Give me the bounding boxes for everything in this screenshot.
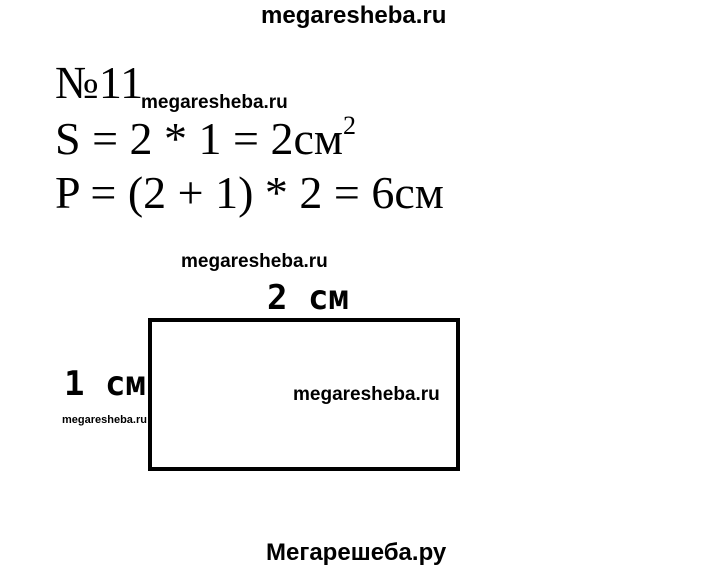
watermark-top: megaresheba.ru	[261, 2, 447, 29]
watermark-over-figure: megaresheba.ru	[181, 251, 328, 272]
area-exponent: 2	[343, 110, 356, 140]
problem-number: №11	[55, 57, 144, 108]
area-formula-line: S = 2 * 1 = 2см2	[55, 112, 356, 164]
rectangle-width-label: 2 см	[267, 278, 349, 318]
watermark-over-math: megaresheba.ru	[141, 92, 288, 113]
rectangle-height-label: 1 см	[64, 364, 146, 404]
perimeter-formula: P = (2 + 1) * 2 = 6см	[55, 167, 444, 218]
area-formula: S = 2 * 1 = 2см	[55, 113, 343, 164]
watermark-inside-figure: megaresheba.ru	[293, 384, 440, 405]
watermark-small-left: megaresheba.ru	[62, 414, 147, 426]
watermark-bottom: Мегарешеба.ру	[266, 539, 447, 566]
rectangle-shape	[148, 318, 460, 471]
